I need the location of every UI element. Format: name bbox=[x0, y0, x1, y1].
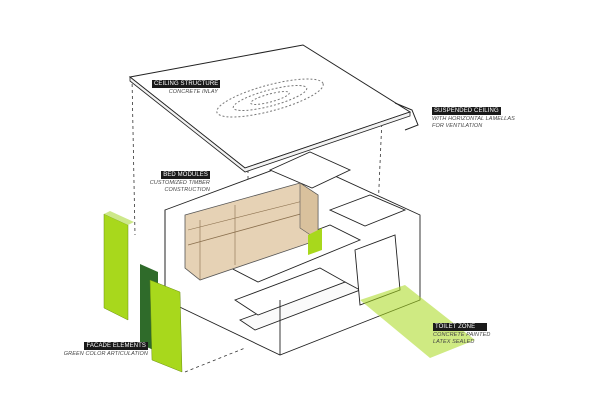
projection-lines bbox=[131, 48, 383, 373]
green-accent bbox=[308, 228, 322, 255]
label-toilet-zone: TOILET ZONE CONCRETE PAINTED LATEX SEALE… bbox=[433, 323, 490, 347]
label-title: FACADE ELEMENTS bbox=[84, 342, 148, 350]
label-title: BED MODULES bbox=[161, 171, 210, 179]
facade-elements bbox=[103, 211, 183, 373]
bed-modules bbox=[184, 182, 319, 281]
label-line: WITH HORIZONTAL LAMELLAS bbox=[432, 115, 515, 122]
label-line: CONCRETE PAINTED bbox=[433, 331, 491, 338]
label-line: LATEX SEALED bbox=[433, 339, 475, 345]
label-line: CONSTRUCTION bbox=[164, 187, 210, 193]
label-line: GREEN COLOR ARTICULATION bbox=[63, 350, 148, 357]
label-facade-elements: FACADE ELEMENTS GREEN COLOR ARTICULATION bbox=[60, 342, 148, 358]
label-suspended-ceiling: SUSPENDED CEILING WITH HORIZONTAL LAMELL… bbox=[432, 107, 515, 131]
label-title: CEILING STRUCTURE bbox=[152, 80, 221, 88]
label-line: CUSTOMIZED TIMBER bbox=[149, 179, 210, 186]
label-line: FOR VENTILATION bbox=[432, 123, 483, 129]
label-ceiling-structure: CEILING STRUCTURE CONCRETE INLAY bbox=[152, 80, 221, 96]
label-bed-modules: BED MODULES CUSTOMIZED TIMBER CONSTRUCTI… bbox=[140, 171, 210, 195]
label-title: SUSPENDED CEILING bbox=[432, 107, 501, 115]
label-line: CONCRETE INLAY bbox=[168, 88, 218, 95]
ceiling-slab bbox=[128, 44, 419, 173]
label-title: TOILET ZONE bbox=[433, 323, 488, 331]
toilet-zone-floor bbox=[360, 285, 475, 358]
